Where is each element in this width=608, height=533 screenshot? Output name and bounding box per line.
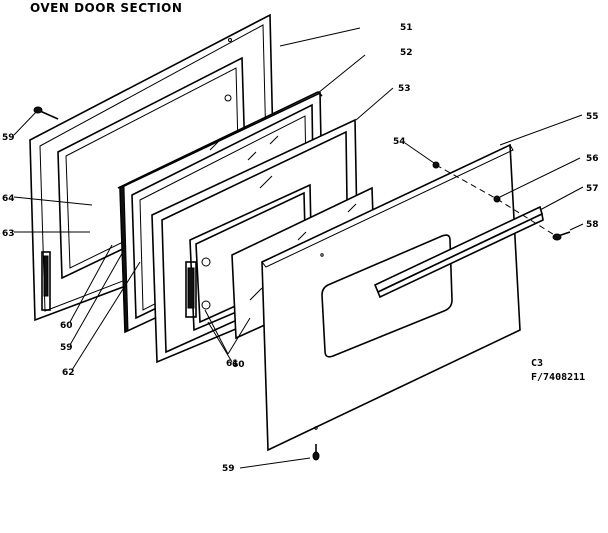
diagram-code-line-1: C3	[531, 358, 543, 369]
callout-52: 52	[400, 48, 413, 58]
callout-60-bottom: 60	[232, 360, 245, 370]
diagram-title: OVEN DOOR SECTION	[30, 1, 182, 15]
screws	[33, 106, 571, 461]
callout-58: 58	[586, 220, 599, 230]
screw-58	[552, 231, 571, 241]
callout-64: 64	[2, 194, 15, 204]
callout-labels: 51 52 53 54 55 56 57 58 59 64 63 60 59 6…	[2, 23, 599, 474]
callout-61: 61	[226, 359, 239, 369]
callout-60-left: 60	[60, 321, 73, 331]
callout-53: 53	[398, 84, 411, 94]
screw-59-bottom	[312, 444, 320, 461]
callout-59-mid: 59	[60, 343, 73, 353]
callout-54: 54	[393, 137, 406, 147]
screw-59-top	[33, 106, 59, 120]
alignment-lines	[435, 164, 557, 237]
callout-59-top: 59	[2, 133, 15, 143]
callout-57: 57	[586, 184, 599, 194]
callout-51: 51	[400, 23, 413, 33]
part-57-door-handle	[373, 205, 544, 299]
callout-62: 62	[62, 368, 75, 378]
callout-55: 55	[586, 112, 599, 122]
callout-63: 63	[2, 229, 15, 239]
callout-59-bottom: 59	[222, 464, 235, 474]
leader-lines	[13, 27, 584, 469]
diagram-code-line-2: F/7408211	[531, 372, 585, 383]
part-55-outer-door-panel	[261, 143, 521, 452]
callout-56: 56	[586, 154, 599, 164]
